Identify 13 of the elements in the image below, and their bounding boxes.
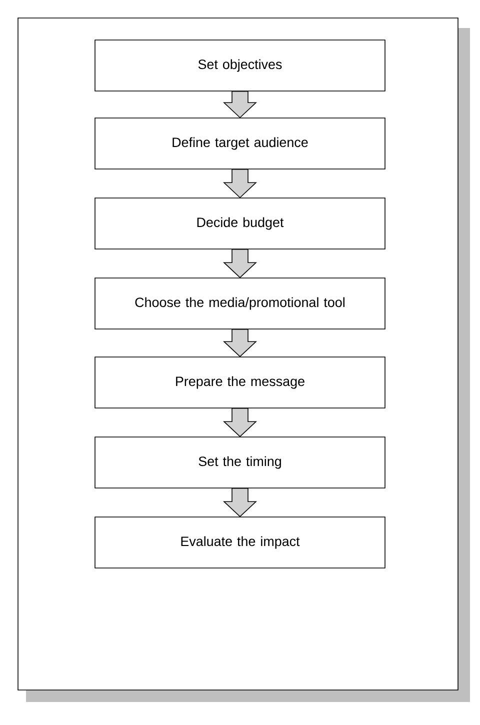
process-box: Define target audience bbox=[94, 118, 386, 170]
block-arrow bbox=[222, 169, 257, 198]
block-arrow bbox=[222, 249, 257, 278]
process-box: Decide budget bbox=[94, 198, 386, 250]
process-box: Evaluate the impact bbox=[94, 516, 386, 568]
process-box: Prepare the message bbox=[94, 356, 386, 408]
block-arrow bbox=[222, 329, 257, 358]
process-box: Set objectives bbox=[94, 40, 386, 92]
process-box: Set the timing bbox=[94, 436, 386, 488]
process-box: Choose the media/promotional tool bbox=[94, 278, 386, 330]
block-arrow bbox=[222, 488, 257, 518]
block-arrow bbox=[222, 408, 257, 438]
block-arrow bbox=[222, 91, 257, 118]
